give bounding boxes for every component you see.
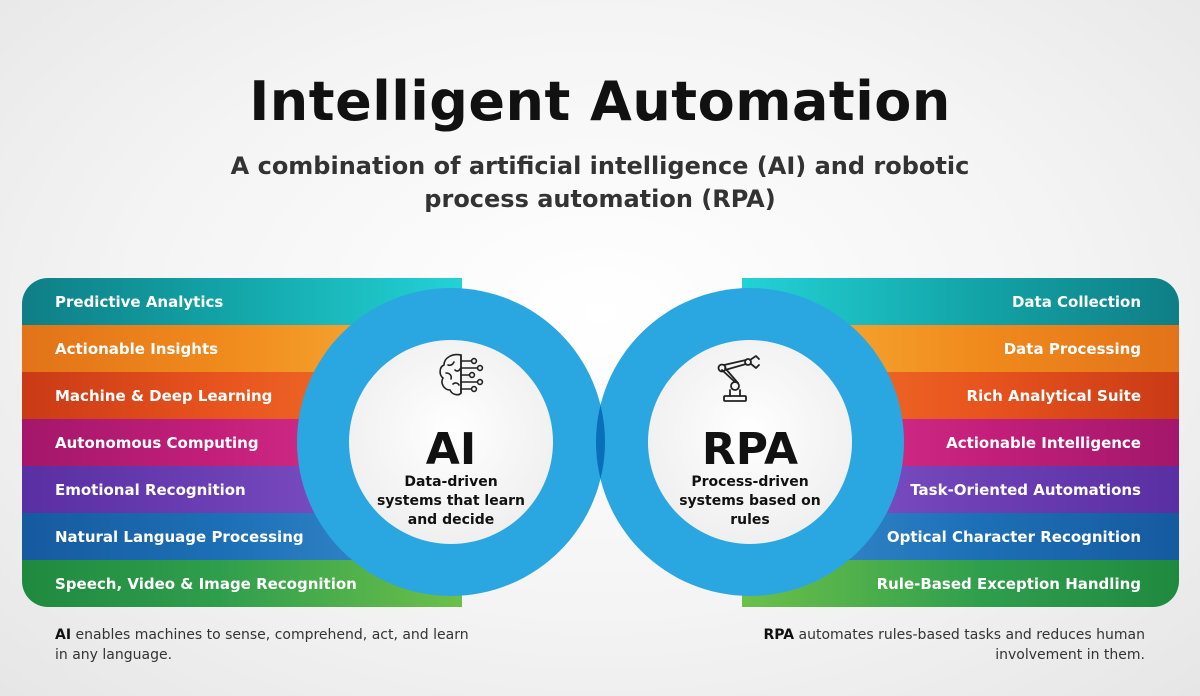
ai-capability-label: Emotional Recognition (55, 480, 246, 499)
ai-capability-label: Actionable Insights (55, 339, 219, 358)
rpa-footnote: RPA automates rules-based tasks and redu… (730, 625, 1145, 665)
page-subtitle: A combination of artificial intelligence… (230, 152, 970, 213)
ai-capability-label: Machine & Deep Learning (55, 386, 273, 405)
ai-label: AI (425, 424, 477, 475)
rpa-capability-label: Optical Character Recognition (886, 527, 1141, 546)
rpa-label: RPA (701, 424, 799, 475)
rpa-description: Process-driven systems based on rules (679, 474, 821, 528)
ai-footnote-bold: AI (55, 627, 72, 643)
page-title: Intelligent Automation (249, 70, 951, 133)
ai-description: Data-driven systems that learn and decid… (376, 474, 526, 528)
ai-footnote: AI enables machines to sense, comprehend… (55, 625, 475, 665)
rpa-capability-label: Actionable Intelligence (946, 433, 1141, 452)
rpa-capability-label: Data Collection (1011, 292, 1141, 311)
rpa-footnote-bold: RPA (763, 627, 795, 643)
ai-center (349, 340, 553, 544)
rpa-capability-band: Data Collection (742, 278, 1179, 325)
ai-footnote-text: enables machines to sense, comprehend, a… (55, 627, 469, 663)
ai-capability-label: Natural Language Processing (55, 527, 304, 546)
ai-capability-label: Autonomous Computing (55, 433, 259, 452)
rpa-capability-label: Data Processing (1003, 339, 1141, 358)
robotic-arm-icon (717, 355, 760, 402)
rpa-center (648, 340, 852, 544)
ai-capability-label: Predictive Analytics (55, 292, 224, 311)
rpa-capability-label: Rule-Based Exception Handling (876, 574, 1141, 593)
rpa-footnote-text: automates rules-based tasks and reduces … (794, 627, 1146, 663)
rpa-capability-label: Task-Oriented Automations (910, 480, 1141, 499)
rpa-capability-label: Rich Analytical Suite (966, 386, 1141, 405)
ai-capability-label: Speech, Video & Image Recognition (55, 574, 357, 593)
brain-circuit-icon (439, 353, 484, 396)
